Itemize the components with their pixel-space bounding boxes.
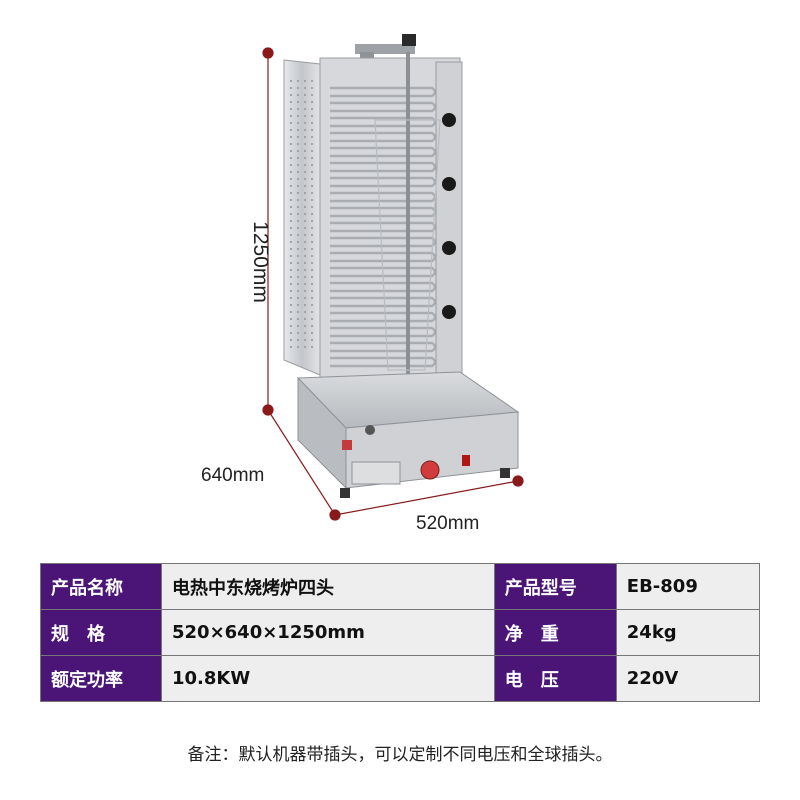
- base-unit: [296, 371, 520, 498]
- spec-value: 24kg: [615, 609, 761, 656]
- coil: [330, 326, 437, 338]
- footnote: 备注：默认机器带插头，可以定制不同电压和全球插头。: [187, 745, 613, 765]
- spec-label: 产品名称: [40, 563, 162, 610]
- coil: [330, 86, 437, 98]
- spec-label: 电 压: [493, 655, 617, 702]
- dimension-height: 1250mm: [249, 221, 272, 303]
- spec-label: 规 格: [40, 609, 162, 656]
- spec-label: 额定功率: [40, 655, 162, 702]
- control-strip: [435, 61, 463, 375]
- spec-label: 净 重: [493, 609, 617, 656]
- dimension-lines: [262, 47, 524, 521]
- burner-knobs: [442, 113, 456, 319]
- knob-icon: [442, 177, 456, 191]
- spec-value: 520×640×1250mm: [161, 609, 495, 656]
- coil: [330, 116, 437, 128]
- spec-value: EB-809: [615, 563, 761, 610]
- spec-value: 10.8KW: [161, 655, 495, 702]
- product-illustration: [262, 34, 524, 521]
- knob-icon: [442, 305, 456, 319]
- spec-row: 额定功率 10.8KW 电 压 220V: [40, 655, 761, 702]
- coil: [330, 161, 437, 173]
- coil: [330, 131, 437, 143]
- knob-icon: [442, 241, 456, 255]
- dimension-width: 520mm: [416, 513, 480, 534]
- spec-row: 规 格 520×640×1250mm 净 重 24kg: [40, 609, 761, 656]
- spec-label: 产品型号: [493, 563, 617, 610]
- spec-value: 电热中东烧烤炉四头: [161, 563, 495, 610]
- coil: [330, 356, 437, 368]
- knob-icon: [442, 113, 456, 127]
- dimension-depth: 640mm: [201, 465, 265, 486]
- coil: [330, 296, 437, 308]
- coil: [330, 221, 437, 233]
- spec-value: 220V: [615, 655, 761, 702]
- spec-row: 产品名称 电热中东烧烤炉四头 产品型号 EB-809: [40, 563, 761, 610]
- coil: [330, 311, 437, 323]
- red-knob-icon: [420, 460, 440, 480]
- coil: [330, 341, 437, 353]
- coil: [330, 146, 437, 158]
- coil: [330, 101, 437, 113]
- coil: [330, 281, 437, 293]
- spec-table: 产品名称 电热中东烧烤炉四头 产品型号 EB-809 规 格 520×640×1…: [40, 563, 761, 702]
- coil: [330, 266, 437, 278]
- side-panel: [283, 59, 321, 376]
- coil: [330, 176, 437, 188]
